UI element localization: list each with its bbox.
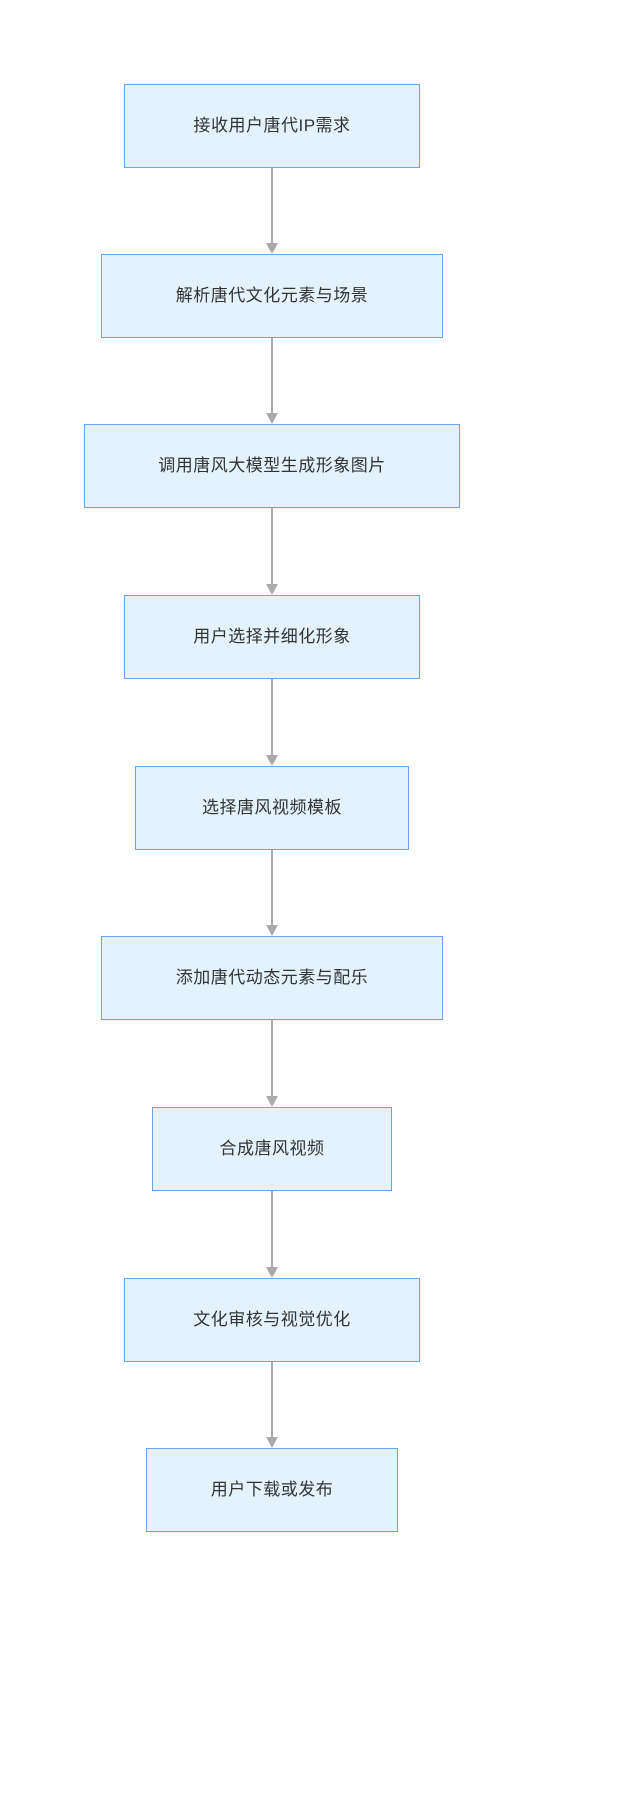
arrowhead-icon — [266, 755, 278, 766]
flow-node[interactable]: 调用唐风大模型生成形象图片 — [84, 424, 460, 508]
edge-line — [271, 850, 273, 926]
flow-node-label: 调用唐风大模型生成形象图片 — [158, 456, 386, 476]
flow-edge — [266, 679, 278, 766]
flow-node-label: 解析唐代文化元素与场景 — [175, 286, 369, 306]
edge-line — [271, 168, 273, 244]
flow-node-label: 用户下载或发布 — [210, 1480, 334, 1500]
flow-node-label: 合成唐风视频 — [219, 1139, 325, 1159]
edge-line — [271, 1362, 273, 1438]
flow-edge — [266, 1191, 278, 1278]
flow-edge — [266, 168, 278, 254]
arrowhead-icon — [266, 1437, 278, 1448]
arrowhead-icon — [266, 584, 278, 595]
flow-node-label: 添加唐代动态元素与配乐 — [175, 968, 369, 988]
flow-node-label: 选择唐风视频模板 — [202, 798, 342, 818]
edge-line — [271, 338, 273, 414]
flow-node[interactable]: 文化审核与视觉优化 — [124, 1278, 420, 1362]
edge-line — [271, 1020, 273, 1097]
arrowhead-icon — [266, 925, 278, 936]
flow-node[interactable]: 接收用户唐代IP需求 — [124, 84, 420, 168]
flow-node[interactable]: 用户下载或发布 — [146, 1448, 398, 1532]
flow-edge — [266, 508, 278, 595]
flow-edge — [266, 1362, 278, 1448]
flow-node[interactable]: 用户选择并细化形象 — [124, 595, 420, 679]
flow-node[interactable]: 合成唐风视频 — [152, 1107, 392, 1191]
edge-line — [271, 508, 273, 585]
flow-edge — [266, 850, 278, 936]
flow-node-label: 用户选择并细化形象 — [193, 627, 351, 647]
flow-node[interactable]: 添加唐代动态元素与配乐 — [101, 936, 443, 1020]
edge-line — [271, 1191, 273, 1268]
arrowhead-icon — [266, 413, 278, 424]
flow-node[interactable]: 解析唐代文化元素与场景 — [101, 254, 443, 338]
flow-edge — [266, 338, 278, 424]
edge-line — [271, 679, 273, 756]
arrowhead-icon — [266, 243, 278, 254]
flow-node-label: 文化审核与视觉优化 — [193, 1310, 351, 1330]
flow-edge — [266, 1020, 278, 1107]
flow-node[interactable]: 选择唐风视频模板 — [135, 766, 409, 850]
arrowhead-icon — [266, 1267, 278, 1278]
flow-node-label: 接收用户唐代IP需求 — [193, 116, 351, 136]
arrowhead-icon — [266, 1096, 278, 1107]
